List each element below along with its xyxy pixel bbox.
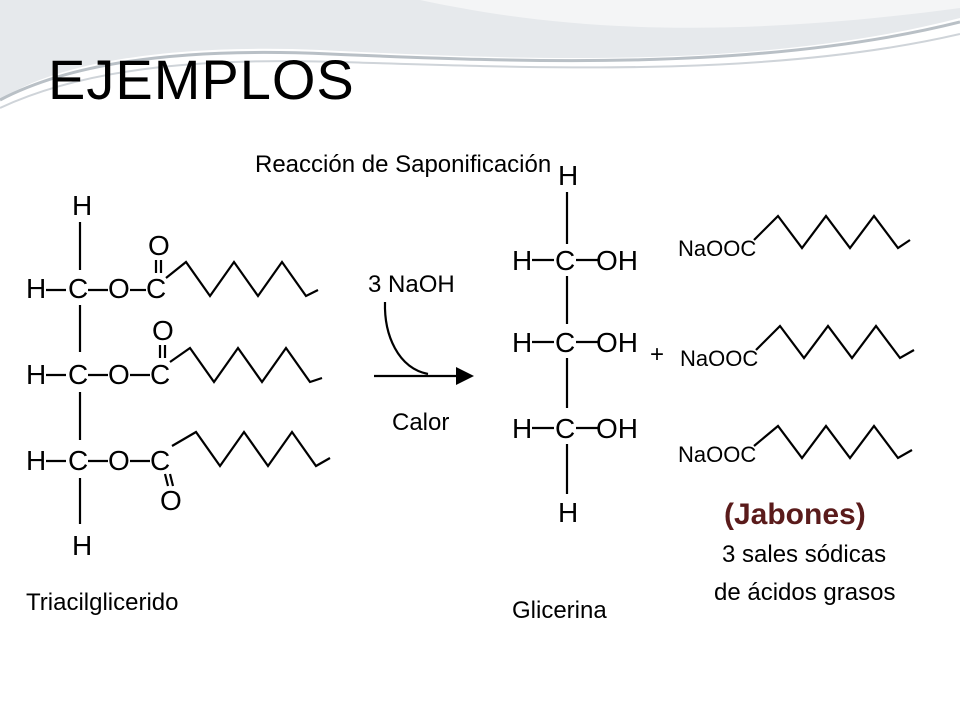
soap-structures: NaOOC NaOOC NaOOC [678,214,915,467]
atom-c-row3: C [68,445,88,476]
plus-sign: + [650,341,664,368]
reagent-label: 3 NaOH [368,271,455,298]
atom-oh-glycerol-row3: OH [596,413,638,444]
atom-c-glycerol-row1: C [555,245,575,276]
atom-h-row1: H [26,273,46,304]
atom-c-carbonyl-row1: C [146,273,166,304]
glycerol-structure: H H C OH H C OH H C OH H [512,160,638,528]
triacylglyceride-structure: H H C O C O H C O C O H C O C [26,190,331,561]
atom-o-row1: O [108,273,130,304]
product2-desc-line2: de ácidos grasos [714,579,895,606]
atom-h-glycerol-row1: H [512,245,532,276]
product2-name: (Jabones) [724,498,866,531]
atom-h-bottom: H [72,530,92,561]
product2-desc-line1: 3 sales sódicas [722,541,886,568]
atom-h-glycerol-top: H [558,160,578,191]
atom-o-carbonyl-row3: O [160,485,182,516]
atom-h-glycerol-row3: H [512,413,532,444]
reaction-title: Reacción de Saponificación [255,151,551,178]
atom-o-carbonyl-row2: O [152,315,174,346]
atom-c-row2: C [68,359,88,390]
atom-oh-glycerol-row1: OH [596,245,638,276]
condition-label: Calor [392,409,449,436]
atom-c-glycerol-row3: C [555,413,575,444]
atom-c-carbonyl-row2: C [150,359,170,390]
product1-label: Glicerina [512,597,607,624]
atom-o-carbonyl-row1: O [148,230,170,261]
atom-h-top: H [72,190,92,221]
atom-c-carbonyl-row3: C [150,445,170,476]
reagent-curved-arrow [383,301,429,376]
reaction-arrowhead [456,367,474,385]
atom-h-row2: H [26,359,46,390]
atom-oh-glycerol-row2: OH [596,327,638,358]
slide-title: EJEMPLOS [48,48,355,111]
soap-formula-1: NaOOC [678,236,756,261]
atom-h-row3: H [26,445,46,476]
atom-c-row1: C [68,273,88,304]
header-wave-decoration [0,0,960,109]
soap-formula-3: NaOOC [678,442,756,467]
atom-c-glycerol-row2: C [555,327,575,358]
atom-h-glycerol-row2: H [512,327,532,358]
atom-o-row3: O [108,445,130,476]
atom-o-row2: O [108,359,130,390]
soap-formula-2: NaOOC [680,346,758,371]
atom-h-glycerol-bottom: H [558,497,578,528]
reactant-label: Triacilglicerido [26,589,178,616]
